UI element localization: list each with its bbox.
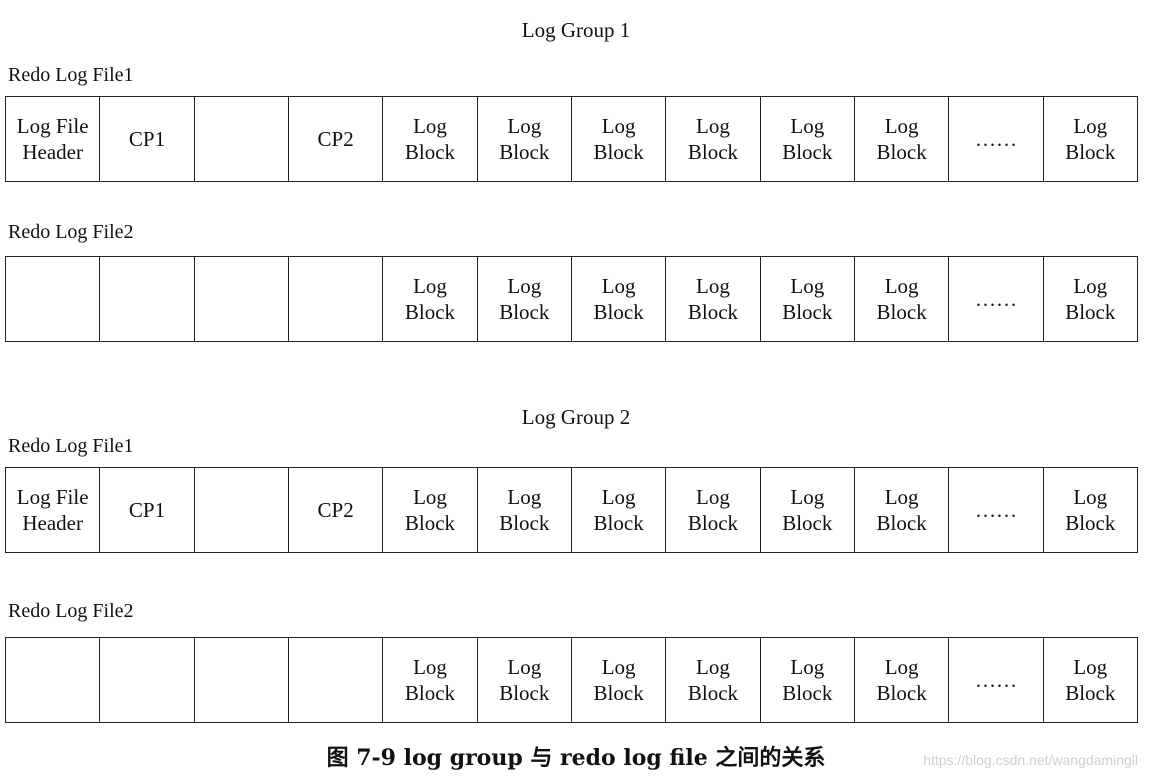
log-block-cell: Log Block [1044,468,1137,552]
cell-label: Log Block [593,655,644,705]
cell-label: Log File Header [16,485,89,535]
cell-label: CP1 [128,127,166,151]
cell-label: Log File Header [16,114,89,164]
cell-label: Log Block [687,114,739,164]
group-1-title: Log Group 1 [521,18,631,42]
log-file-header-cell: Log File Header [6,97,101,181]
cell-label: Log Block [404,485,456,535]
log-block-cell: Log Block [1044,97,1137,181]
log-block-cell: Log Block [761,638,855,722]
log-block-cell: Log Block [1044,638,1137,722]
log-file-header-cell: Log File Header [6,468,101,552]
log-block-cell: Log Block [572,97,667,181]
log-block-cell: Log Block [572,638,667,722]
empty-cell [195,638,289,722]
log-block-cell: Log Block [761,257,855,341]
ellipsis-cell: …… [949,257,1044,341]
figure-caption: 图 7-9 log group 与 redo log file 之间的关系 [326,745,826,771]
cell-label: Log Block [782,655,833,705]
empty-cell [6,638,101,722]
log-block-cell: Log Block [761,97,855,181]
checkpoint-cell: CP2 [289,97,384,181]
cell-label: …… [974,498,1017,522]
log-block-cell: Log Block [383,468,478,552]
cell-label: Log Block [1065,485,1116,535]
group-1-file-2-strip: Log Block Log Block Log Block Log Block Log … [5,256,1138,342]
group-1-file-1-strip: Log File Header CP1 CP2 Log Block Log Block L… [5,96,1138,182]
empty-cell [100,257,195,341]
log-block-cell: Log Block [478,638,572,722]
empty-cell [289,638,384,722]
cell-label: Log Block [499,485,550,535]
checkpoint-cell: CP1 [100,468,195,552]
log-block-cell: Log Block [666,257,761,341]
cell-label: CP2 [317,127,354,151]
cell-label: Log Block [876,655,927,705]
cell-label: Log Block [1065,114,1116,164]
cell-label: Log Block [782,114,833,164]
log-block-cell: Log Block [478,97,572,181]
group-2-file-1-label: Redo Log File1 [8,435,134,457]
empty-cell [289,257,384,341]
group-2-title: Log Group 2 [521,405,631,429]
log-block-cell: Log Block [1044,257,1137,341]
cell-label: Log Block [687,655,739,705]
cell-label: CP1 [128,498,166,522]
cell-label: Log Block [593,114,644,164]
cell-label: Log Block [404,655,456,705]
cell-label: …… [974,668,1017,692]
empty-cell [6,257,101,341]
group-1-file-1-label: Redo Log File1 [8,64,134,86]
log-block-cell: Log Block [572,257,667,341]
cell-label: Log Block [593,274,644,324]
group-1-file-2-label: Redo Log File2 [8,221,134,243]
log-block-cell: Log Block [855,638,950,722]
cell-label: Log Block [1065,655,1116,705]
cell-label: Log Block [404,274,456,324]
cell-label: Log Block [499,114,550,164]
checkpoint-cell: CP1 [100,97,195,181]
log-block-cell: Log Block [855,468,950,552]
cell-label: …… [974,127,1017,151]
cell-label: Log Block [499,655,550,705]
cell-label: CP2 [317,498,354,522]
log-block-cell: Log Block [666,97,761,181]
cell-label: Log Block [593,485,644,535]
cell-label: Log Block [782,274,833,324]
ellipsis-cell: …… [949,638,1044,722]
ellipsis-cell: …… [949,97,1044,181]
empty-cell [195,468,289,552]
cell-label: Log Block [687,274,739,324]
group-2-file-2-label: Redo Log File2 [8,600,134,622]
empty-cell [195,97,289,181]
cell-label: Log Block [876,274,927,324]
log-block-cell: Log Block [855,257,950,341]
log-block-cell: Log Block [666,468,761,552]
log-block-cell: Log Block [478,257,572,341]
cell-label: Log Block [876,485,927,535]
group-2-file-1-strip: Log File Header CP1 CP2 Log Block Log Block L… [5,467,1138,553]
cell-label: Log Block [1065,274,1116,324]
empty-cell [100,638,195,722]
log-block-cell: Log Block [761,468,855,552]
checkpoint-cell: CP2 [289,468,384,552]
cell-label: Log Block [782,485,833,535]
log-block-cell: Log Block [855,97,950,181]
empty-cell [195,257,289,341]
group-2-file-2-strip: Log Block Log Block Log Block Log Block Log … [5,637,1138,723]
cell-label: Log Block [687,485,739,535]
log-block-cell: Log Block [572,468,667,552]
log-block-cell: Log Block [478,468,572,552]
log-block-cell: Log Block [383,257,478,341]
log-block-cell: Log Block [383,638,478,722]
watermark: https://blog.csdn.net/wangdamingll [923,752,1138,768]
log-block-cell: Log Block [383,97,478,181]
cell-label: Log Block [404,114,456,164]
cell-label: Log Block [499,274,550,324]
ellipsis-cell: …… [949,468,1044,552]
cell-label: Log Block [876,114,927,164]
log-block-cell: Log Block [666,638,761,722]
cell-label: …… [974,287,1017,311]
